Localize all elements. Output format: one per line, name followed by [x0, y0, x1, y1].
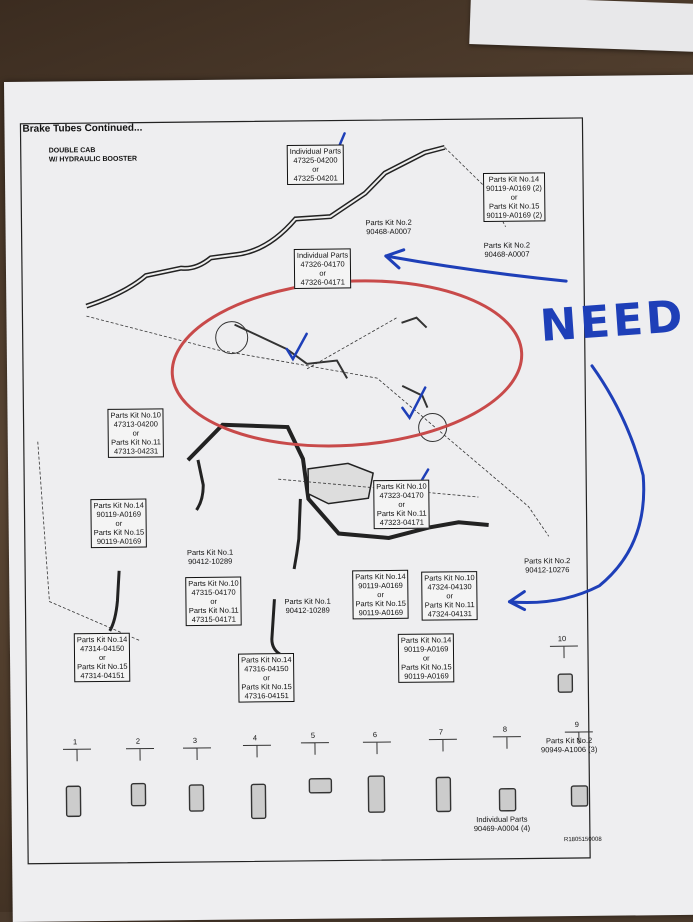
callout-parts-kit-10-lower: Parts Kit No.10 47315-04170 or Parts Kit…	[185, 576, 243, 627]
callout-parts-kit-2-c: Parts Kit No.2 90412-10276	[523, 556, 571, 575]
callout-parts-kit-1-a: Parts Kit No.1 90412-10289	[186, 547, 234, 567]
pen-arrows	[384, 248, 646, 612]
callout-parts-kit-2-b: Parts Kit No.2 90468-A0007	[483, 240, 531, 259]
clip-number-6: 6	[372, 730, 378, 740]
page-title: Brake Tubes Continued...	[22, 122, 143, 135]
clip-number-8: 8	[502, 724, 508, 734]
callout-parts-kit-14-left: Parts Kit No.14 90119-A0169 or Parts Kit…	[90, 498, 148, 549]
brake-hose-left	[234, 323, 348, 379]
tube-coil-left	[195, 459, 205, 511]
callout-parts-kit-10-center: Parts Kit No.10 47323-04170 or Parts Kit…	[373, 479, 431, 530]
clip-number-9: 9	[574, 720, 579, 730]
callout-individual-parts-2: Individual Parts 47326-04170 or 47326-04…	[293, 248, 352, 289]
clip-number-5: 5	[310, 730, 316, 740]
tube-left-down	[108, 570, 121, 632]
page-frame	[19, 117, 591, 865]
callout-parts-kit-14-center: Parts Kit No.14 90119-A0169 or Parts Kit…	[352, 569, 410, 620]
brake-tube-upper-highlight	[86, 146, 445, 308]
clip-number-4: 4	[252, 733, 258, 743]
callout-parts-kit-1-b: Parts Kit No.1 90412-10289	[284, 596, 331, 616]
callout-parts-kit-2-d: Parts Kit No.2 90949-A1006 (3)	[540, 735, 598, 755]
callout-individual-parts-1: Individual Parts 47325-04200 or 47325-04…	[286, 144, 345, 186]
tube-center-down	[270, 599, 281, 656]
clip-number-2: 2	[135, 736, 141, 746]
clip-number-1: 1	[72, 737, 78, 747]
clip-parts	[65, 673, 589, 820]
callout-parts-kit-2-a: Parts Kit No.2 90468-A0007	[365, 217, 412, 237]
clip-number-7: 7	[438, 727, 444, 737]
handwritten-need-note: NEED	[538, 290, 688, 353]
drawing-code: R1805150008	[563, 836, 602, 844]
subtitle-line-2: W/ HYDRAULIC BOOSTER	[48, 155, 138, 164]
clip-brackets	[62, 645, 593, 762]
diagram-sheet: Brake Tubes Continued... DOUBLE CAB W/ H…	[4, 74, 693, 922]
brake-tube-lower	[186, 422, 489, 541]
callout-individual-parts-3: Individual Parts 90469-A0004 (4)	[473, 814, 531, 834]
hose-coil-left	[215, 321, 249, 355]
callout-parts-kit-14-bottom-center: Parts Kit No.14 47316-04150 or Parts Kit…	[237, 652, 295, 703]
callout-parts-kit-10-left: Parts Kit No.10 47313-04200 or Parts Kit…	[107, 408, 165, 458]
callout-parts-kit-14-bottom-left: Parts Kit No.14 47314-04150 or Parts Kit…	[73, 632, 131, 683]
callout-parts-kit-14-bottom-right: Parts Kit No.14 90119-A0169 or Parts Kit…	[397, 633, 455, 683]
check-marks	[285, 132, 430, 496]
clip-number-10: 10	[557, 634, 567, 644]
junction-fitting	[401, 316, 428, 329]
master-cylinder	[307, 462, 374, 505]
paper-corner	[469, 0, 693, 52]
tube-coil-center	[292, 498, 302, 570]
callout-parts-kit-14-top: Parts Kit No.14 90119-A0169 (2) or Parts…	[482, 172, 546, 222]
callout-parts-kit-10-right: Parts Kit No.10 47324-04130 or Parts Kit…	[421, 571, 479, 621]
subtitle-line-1: DOUBLE CAB	[48, 147, 96, 155]
clip-number-3: 3	[192, 736, 198, 746]
